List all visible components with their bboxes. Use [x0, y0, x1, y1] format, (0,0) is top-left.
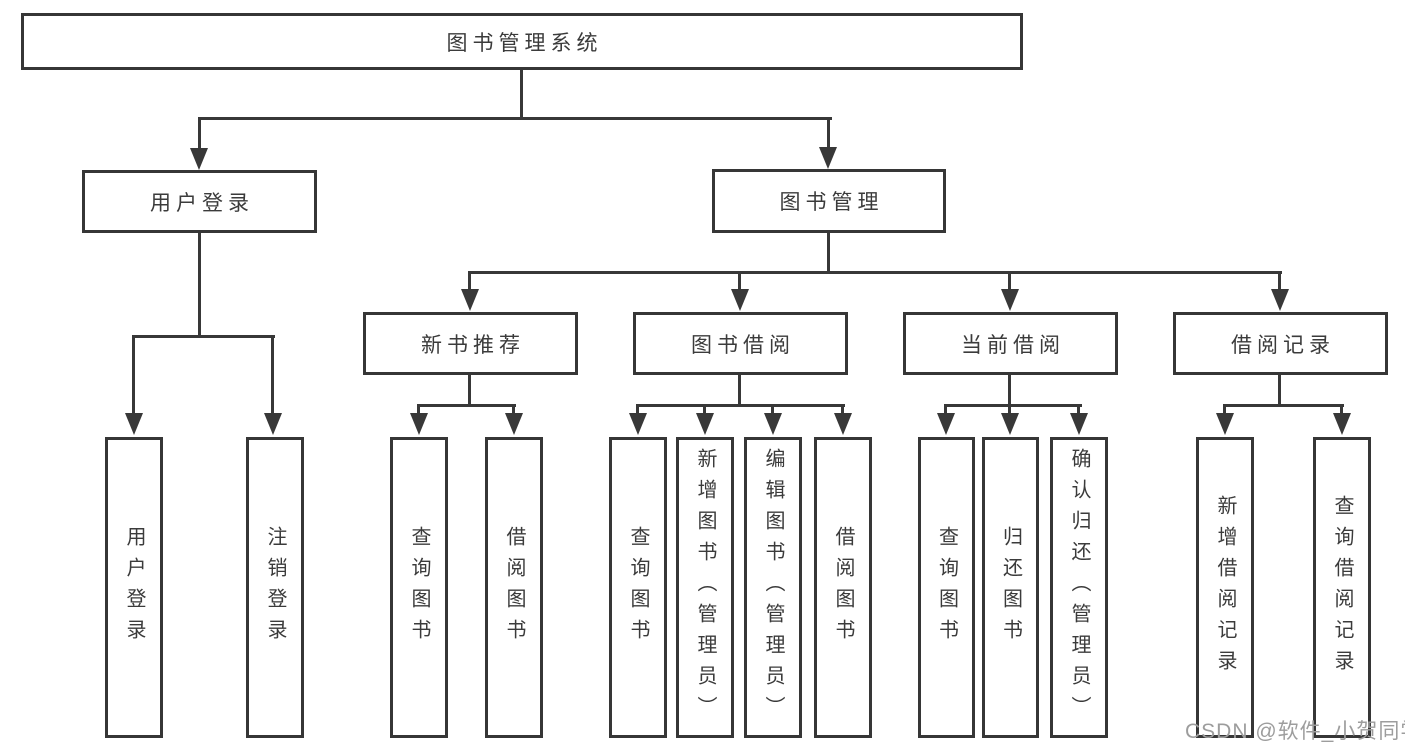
connector-line	[520, 70, 523, 119]
connector-line	[841, 404, 844, 416]
connector-line	[132, 335, 275, 338]
leaf-add-books-admin-label: 新增图书（管理员）	[694, 448, 716, 727]
node-book-borrow: 图书借阅	[633, 312, 848, 375]
node-root-label: 图书管理系统	[446, 31, 603, 55]
arrow-down-icon	[190, 148, 208, 170]
arrow-down-icon	[629, 413, 647, 435]
leaf-borrow-books-recommend: 借阅图书	[485, 437, 543, 738]
leaf-user-login: 用户登录	[105, 437, 163, 738]
connector-line	[1008, 404, 1011, 416]
leaf-query-books-borrow: 查询图书	[609, 437, 667, 738]
leaf-borrow-books-label: 借阅图书	[832, 525, 854, 650]
connector-line	[468, 271, 471, 295]
node-current-borrow-label: 当前借阅	[961, 333, 1065, 357]
leaf-query-books-current-label: 查询图书	[935, 525, 958, 650]
arrow-down-icon	[461, 289, 479, 311]
connector-line	[1008, 375, 1011, 407]
connector-line	[417, 404, 516, 407]
leaf-edit-books-admin: 编辑图书（管理员）	[744, 437, 802, 738]
leaf-query-borrow-record-label: 查询借阅记录	[1331, 494, 1353, 681]
connector-line	[198, 233, 201, 338]
arrow-down-icon	[731, 289, 749, 311]
connector-line	[827, 117, 830, 153]
connector-line	[417, 404, 420, 416]
arrow-down-icon	[834, 413, 852, 435]
connector-line	[738, 271, 741, 295]
arrow-down-icon	[696, 413, 714, 435]
node-new-book-recommend-label: 新书推荐	[421, 333, 525, 357]
leaf-return-books-label: 归还图书	[999, 525, 1022, 650]
arrow-down-icon	[1001, 289, 1019, 311]
arrow-down-icon	[1333, 413, 1351, 435]
leaf-logout: 注销登录	[246, 437, 304, 738]
leaf-query-borrow-record: 查询借阅记录	[1313, 437, 1371, 738]
arrow-down-icon	[505, 413, 523, 435]
connector-line	[1008, 271, 1011, 295]
leaf-logout-label: 注销登录	[264, 525, 286, 650]
node-current-borrow: 当前借阅	[903, 312, 1118, 375]
leaf-borrow-books: 借阅图书	[814, 437, 872, 738]
node-user-login-label: 用户登录	[150, 191, 254, 215]
arrow-down-icon	[1271, 289, 1289, 311]
connector-line	[1278, 271, 1281, 295]
connector-line	[827, 233, 830, 274]
leaf-add-borrow-record-label: 新增借阅记录	[1214, 494, 1236, 681]
node-book-management: 图书管理	[712, 169, 946, 233]
connector-line	[636, 404, 845, 407]
connector-line	[132, 335, 135, 415]
connector-line	[198, 117, 201, 153]
node-root: 图书管理系统	[21, 13, 1023, 70]
arrow-down-icon	[1001, 413, 1019, 435]
leaf-add-books-admin: 新增图书（管理员）	[676, 437, 734, 738]
arrow-down-icon	[1070, 413, 1088, 435]
arrow-down-icon	[264, 413, 282, 435]
leaf-confirm-return-admin-label: 确认归还（管理员）	[1068, 448, 1090, 727]
arrow-down-icon	[937, 413, 955, 435]
leaf-return-books: 归还图书	[982, 437, 1039, 738]
arrow-down-icon	[1216, 413, 1234, 435]
arrow-down-icon	[410, 413, 428, 435]
connector-line	[1223, 404, 1226, 416]
connector-line	[1340, 404, 1343, 416]
connector-line	[198, 117, 832, 120]
connector-line	[468, 375, 471, 407]
node-book-management-label: 图书管理	[779, 191, 884, 214]
csdn-watermark: CSDN @软件_小贺同学	[1185, 720, 1405, 743]
connector-line	[636, 404, 639, 416]
connector-line	[703, 404, 706, 416]
node-new-book-recommend: 新书推荐	[363, 312, 578, 375]
connector-line	[468, 271, 1282, 274]
leaf-confirm-return-admin: 确认归还（管理员）	[1050, 437, 1108, 738]
arrow-down-icon	[125, 413, 143, 435]
connector-line	[1223, 404, 1344, 407]
leaf-borrow-books-recommend-label: 借阅图书	[503, 525, 525, 650]
connector-line	[512, 404, 515, 416]
connector-line	[944, 404, 1082, 407]
node-user-login: 用户登录	[82, 170, 317, 233]
node-borrow-records: 借阅记录	[1173, 312, 1388, 375]
leaf-user-login-label: 用户登录	[123, 525, 145, 650]
connector-line	[1278, 375, 1281, 407]
connector-line	[738, 375, 741, 407]
connector-line	[271, 335, 274, 415]
arrow-down-icon	[764, 413, 782, 435]
node-borrow-records-label: 借阅记录	[1231, 333, 1335, 357]
arrow-down-icon	[819, 147, 837, 169]
leaf-query-books-borrow-label: 查询图书	[627, 525, 649, 650]
leaf-edit-books-admin-label: 编辑图书（管理员）	[762, 448, 784, 727]
connector-line	[944, 404, 947, 416]
leaf-query-books-current: 查询图书	[918, 437, 975, 738]
leaf-query-books-recommend: 查询图书	[390, 437, 448, 738]
connector-line	[1077, 404, 1080, 416]
connector-line	[771, 404, 774, 416]
node-book-borrow-label: 图书借阅	[691, 333, 795, 357]
leaf-query-books-recommend-label: 查询图书	[408, 525, 430, 650]
leaf-add-borrow-record: 新增借阅记录	[1196, 437, 1254, 738]
